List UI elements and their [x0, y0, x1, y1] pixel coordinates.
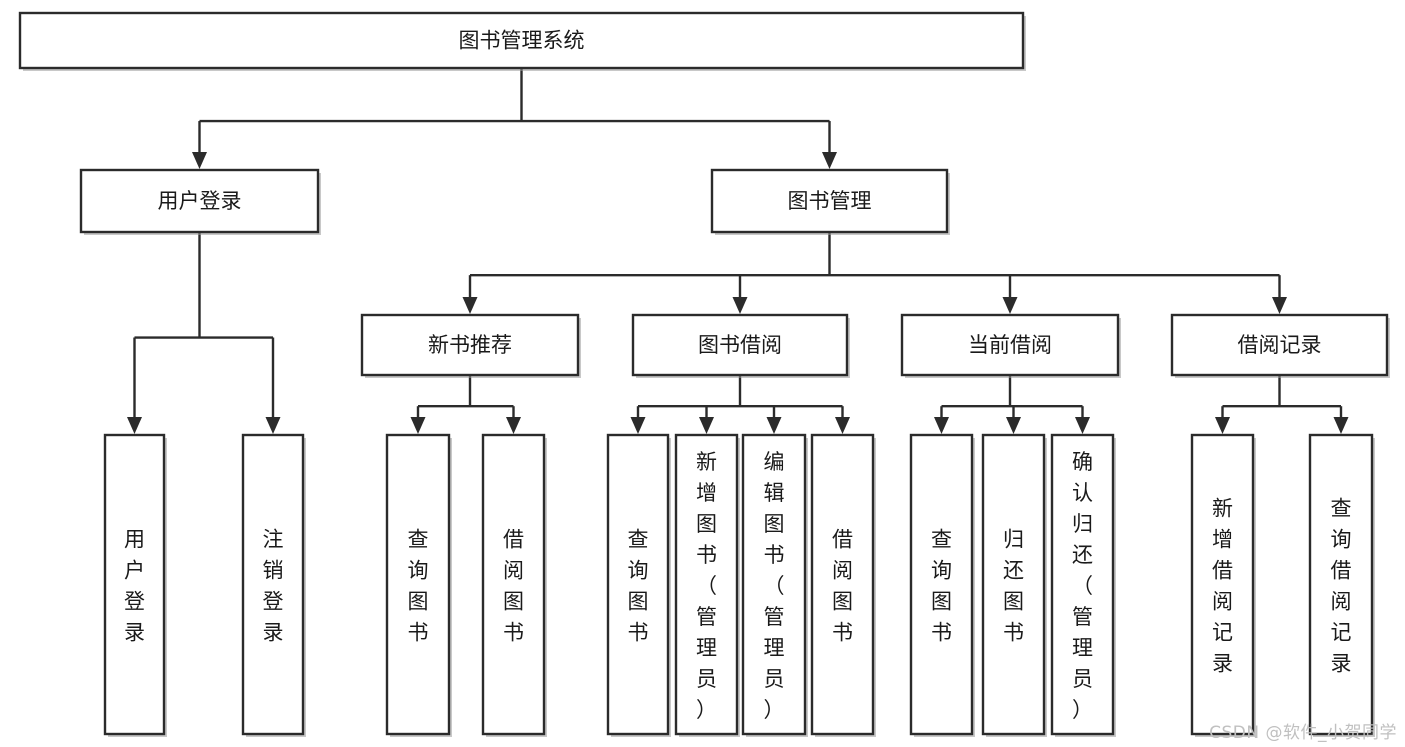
- node-leaf-add-borrow-record[interactable]: 新增借阅记录: [1190, 433, 1256, 737]
- node-box[interactable]: [909, 433, 974, 736]
- node-box[interactable]: [674, 433, 739, 736]
- edge-group-user-login: [127, 232, 281, 434]
- edge-arrowhead: [506, 417, 521, 434]
- edge-group-current-borrow: [934, 375, 1090, 434]
- node-leaf-query-book-2[interactable]: 查询图书: [606, 433, 671, 737]
- node-label: 借阅记录: [1238, 333, 1322, 357]
- node-leaf-edit-book[interactable]: 编辑图书（管理员）: [741, 433, 808, 737]
- edge-arrowhead: [265, 417, 281, 434]
- node-book-manage[interactable]: 图书管理: [710, 168, 950, 235]
- node-box[interactable]: [360, 313, 580, 377]
- node-leaf-return-book[interactable]: 归还图书: [981, 433, 1047, 737]
- node-label: 新增图书（管理员）: [696, 450, 717, 722]
- edge-group-book-borrow: [630, 375, 850, 434]
- node-box[interactable]: [710, 168, 949, 234]
- node-label: 查询图书: [931, 528, 952, 645]
- edge-arrowhead: [630, 417, 646, 434]
- edge-arrowhead: [699, 417, 714, 434]
- node-box[interactable]: [741, 433, 807, 736]
- node-label: 新增借阅记录: [1212, 497, 1233, 676]
- node-leaf-confirm-return[interactable]: 确认归还（管理员）: [1050, 433, 1116, 737]
- edge-arrowhead: [732, 297, 748, 314]
- node-box[interactable]: [1170, 313, 1389, 377]
- node-box[interactable]: [18, 11, 1025, 70]
- node-label: 归还图书: [1003, 528, 1024, 645]
- edge-arrowhead: [1006, 417, 1021, 434]
- node-label: 查询图书: [408, 528, 429, 645]
- node-label: 查询借阅记录: [1331, 497, 1352, 676]
- node-box[interactable]: [900, 313, 1120, 377]
- csdn-watermark: CSDN @软件_小贺同学: [1209, 723, 1397, 743]
- edge-arrowhead: [1272, 297, 1287, 314]
- node-label: 编辑图书（管理员）: [764, 450, 785, 722]
- node-leaf-add-book[interactable]: 新增图书（管理员）: [674, 433, 740, 737]
- node-label: 借阅图书: [832, 528, 853, 645]
- node-label: 当前借阅: [968, 333, 1052, 357]
- node-box[interactable]: [631, 313, 849, 377]
- node-root[interactable]: 图书管理系统: [18, 11, 1026, 71]
- node-book-borrow[interactable]: 图书借阅: [631, 313, 850, 378]
- node-box[interactable]: [810, 433, 875, 736]
- node-box[interactable]: [1308, 433, 1374, 736]
- node-new-book-recommend[interactable]: 新书推荐: [360, 313, 581, 378]
- node-box[interactable]: [481, 433, 546, 736]
- node-leaf-query-book-1[interactable]: 查询图书: [385, 433, 452, 737]
- node-box[interactable]: [1050, 433, 1115, 736]
- node-leaf-logout[interactable]: 注销登录: [241, 433, 306, 737]
- node-label: 用户登录: [158, 189, 242, 213]
- edge-arrowhead: [410, 417, 426, 434]
- node-box[interactable]: [606, 433, 670, 736]
- edge-arrowhead: [934, 417, 949, 434]
- node-box[interactable]: [79, 168, 320, 234]
- edge-arrowhead: [192, 152, 207, 169]
- node-box[interactable]: [981, 433, 1046, 736]
- node-label: 新书推荐: [428, 333, 512, 357]
- edge-group-book-manage: [462, 232, 1287, 314]
- node-label: 注销登录: [263, 528, 284, 645]
- edge-arrowhead: [127, 417, 142, 434]
- node-label: 用户登录: [124, 528, 145, 645]
- edge-arrowhead: [822, 152, 837, 169]
- edge-arrowhead: [1075, 417, 1090, 434]
- node-label: 图书管理系统: [459, 29, 585, 53]
- node-user-login[interactable]: 用户登录: [79, 168, 321, 235]
- edge-arrowhead: [766, 417, 782, 434]
- edge-arrowhead: [462, 297, 478, 314]
- edge-group-borrow-record: [1215, 375, 1349, 434]
- node-box[interactable]: [103, 433, 166, 736]
- edge-arrowhead: [835, 417, 850, 434]
- node-label: 图书管理: [788, 189, 872, 213]
- node-label: 图书借阅: [698, 333, 782, 357]
- node-leaf-query-borrow-record[interactable]: 查询借阅记录: [1308, 433, 1375, 737]
- node-box[interactable]: [241, 433, 305, 736]
- edge-arrowhead: [1215, 417, 1230, 434]
- node-box[interactable]: [385, 433, 451, 736]
- edge-arrowhead: [1333, 417, 1349, 434]
- node-leaf-query-book-3[interactable]: 查询图书: [909, 433, 975, 737]
- node-label: 借阅图书: [503, 528, 524, 645]
- edge-group-root: [192, 68, 837, 169]
- edge-group-new-book-recommend: [410, 375, 521, 434]
- node-borrow-record[interactable]: 借阅记录: [1170, 313, 1390, 378]
- node-leaf-borrow-book-1[interactable]: 借阅图书: [481, 433, 547, 737]
- node-label: 确认归还（管理员）: [1072, 450, 1093, 722]
- edge-arrowhead: [1002, 297, 1018, 314]
- node-leaf-user-login[interactable]: 用户登录: [103, 433, 167, 737]
- node-current-borrow[interactable]: 当前借阅: [900, 313, 1121, 378]
- node-box[interactable]: [1190, 433, 1255, 736]
- node-label: 查询图书: [628, 528, 649, 645]
- node-leaf-borrow-book-2[interactable]: 借阅图书: [810, 433, 876, 737]
